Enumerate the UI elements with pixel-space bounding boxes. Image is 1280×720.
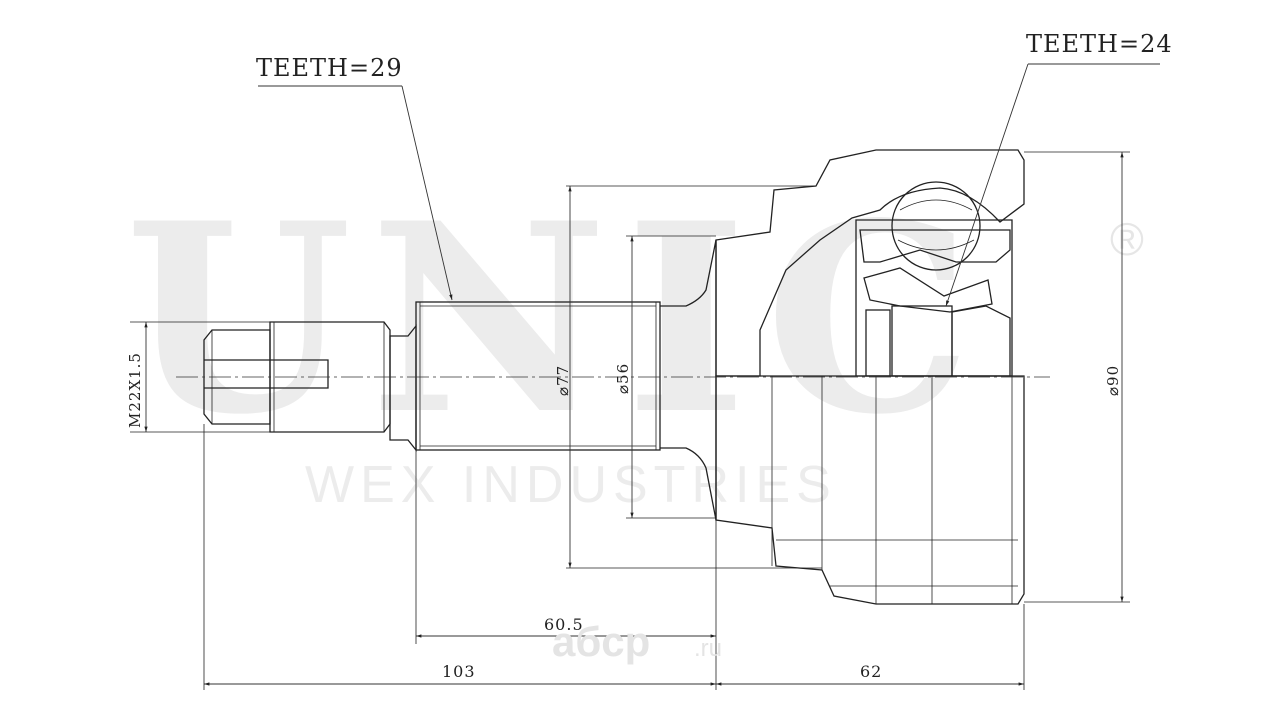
watermark-registered: ® (1110, 213, 1144, 265)
site-watermark-name: aбcp (552, 618, 650, 665)
dimension-dia-90: ⌀90 (1024, 151, 1130, 603)
teeth-right-label: TEETH=24 (1026, 30, 1173, 58)
dimension-dia-56: ⌀56 (614, 235, 716, 519)
dia-56-label: ⌀56 (614, 363, 632, 394)
site-watermark-tld: .ru (694, 635, 722, 662)
brand-watermark: UNIC WEX INDUSTRIES ® (125, 167, 1144, 514)
dia-77-label: ⌀77 (554, 365, 572, 396)
watermark-brand: UNIC (125, 167, 990, 472)
len-103-label: 103 (442, 662, 476, 681)
callout-teeth-24: TEETH=24 (945, 30, 1173, 307)
dimension-dia-77: ⌀77 (554, 185, 822, 569)
dia-90-label: ⌀90 (1104, 365, 1122, 396)
callout-teeth-29: TEETH=29 (256, 54, 453, 301)
len-62-label: 62 (860, 662, 882, 681)
inner-race (855, 181, 1013, 377)
teeth-left-label: TEETH=29 (256, 54, 403, 82)
dimension-thread: M22X1.5 (126, 321, 270, 433)
dimension-lengths: 60.5 103 62 (203, 424, 1025, 690)
bell-housing (715, 149, 1025, 605)
site-watermark: aбcp .ru (552, 618, 722, 665)
watermark-tagline: WEX INDUSTRIES (305, 456, 837, 514)
len-60-5-label: 60.5 (544, 615, 584, 634)
thread-label: M22X1.5 (126, 352, 144, 428)
